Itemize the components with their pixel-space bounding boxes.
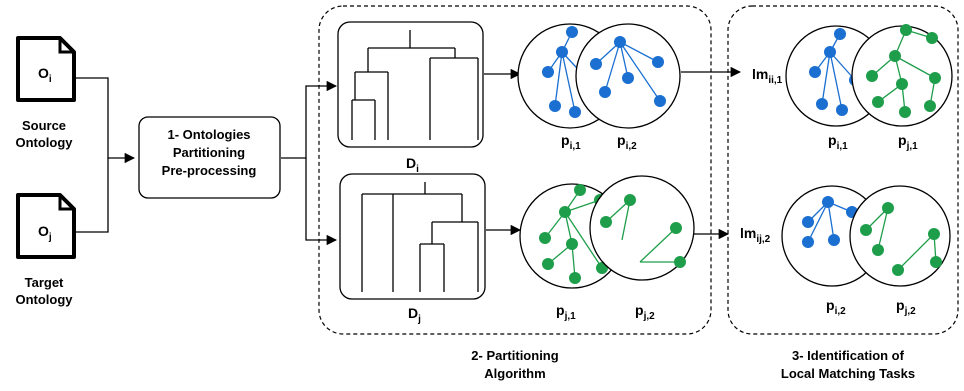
identification-caption-line2: Local Matching Tasks (781, 366, 915, 381)
pj1-label: pj,1 (556, 302, 576, 322)
preprocess-line2: Partitioning (173, 145, 245, 160)
preprocess-to-dj-arrow (305, 158, 338, 246)
preprocessing-box (138, 116, 281, 199)
match-bottom-pi2-label: pi,2 (826, 297, 846, 317)
target-doc-label: Oj (38, 223, 52, 243)
pi2-label: pi,2 (617, 132, 637, 152)
target-ontology-document-icon: Oj (16, 193, 76, 259)
source-ontology-document-icon: Oi (16, 36, 76, 102)
pj2-label: pj,2 (635, 302, 655, 322)
match-top-pi1-label: pi,1 (828, 132, 848, 152)
partition-pj2 (589, 175, 695, 281)
dendrogram-di (337, 21, 484, 148)
match-top-pj1 (851, 24, 953, 127)
source-doc-label: Oi (38, 65, 52, 85)
target-caption-line2: Ontology (15, 292, 73, 307)
dendrogram-dj (339, 173, 486, 300)
identification-caption-line1: 3- Identification of (792, 348, 905, 363)
identification-section (727, 5, 959, 335)
match-bottom-pj2-label: pj,2 (896, 297, 916, 317)
preprocess-line1: 1- Ontologies (167, 127, 250, 142)
lm-ii1-label: lmii,1 (752, 66, 783, 86)
match-top-pj1-label: pj,1 (898, 132, 918, 152)
target-caption-line1: Target (25, 275, 64, 290)
dendrogram-dj-label: Dj (408, 305, 421, 325)
match-bottom-pj2 (849, 185, 951, 287)
partitioning-caption-line2: Algorithm (484, 366, 545, 381)
source-caption-line1: Source (22, 118, 66, 133)
lm-ij2-label: lmij,2 (740, 225, 771, 245)
dendrogram-di-label: Di (406, 155, 419, 175)
target-to-preprocess-line (76, 158, 109, 233)
partitioning-caption-line1: 2- Partitioning (471, 348, 558, 363)
partitioning-section (318, 5, 712, 335)
preprocess-to-di-arrow (281, 80, 338, 159)
pi1-label: pi,1 (561, 132, 581, 152)
partition-pi2 (575, 23, 681, 129)
source-caption-line2: Ontology (15, 135, 73, 150)
source-to-preprocess-arrow (76, 77, 136, 164)
preprocess-line3: Pre-processing (162, 163, 257, 178)
